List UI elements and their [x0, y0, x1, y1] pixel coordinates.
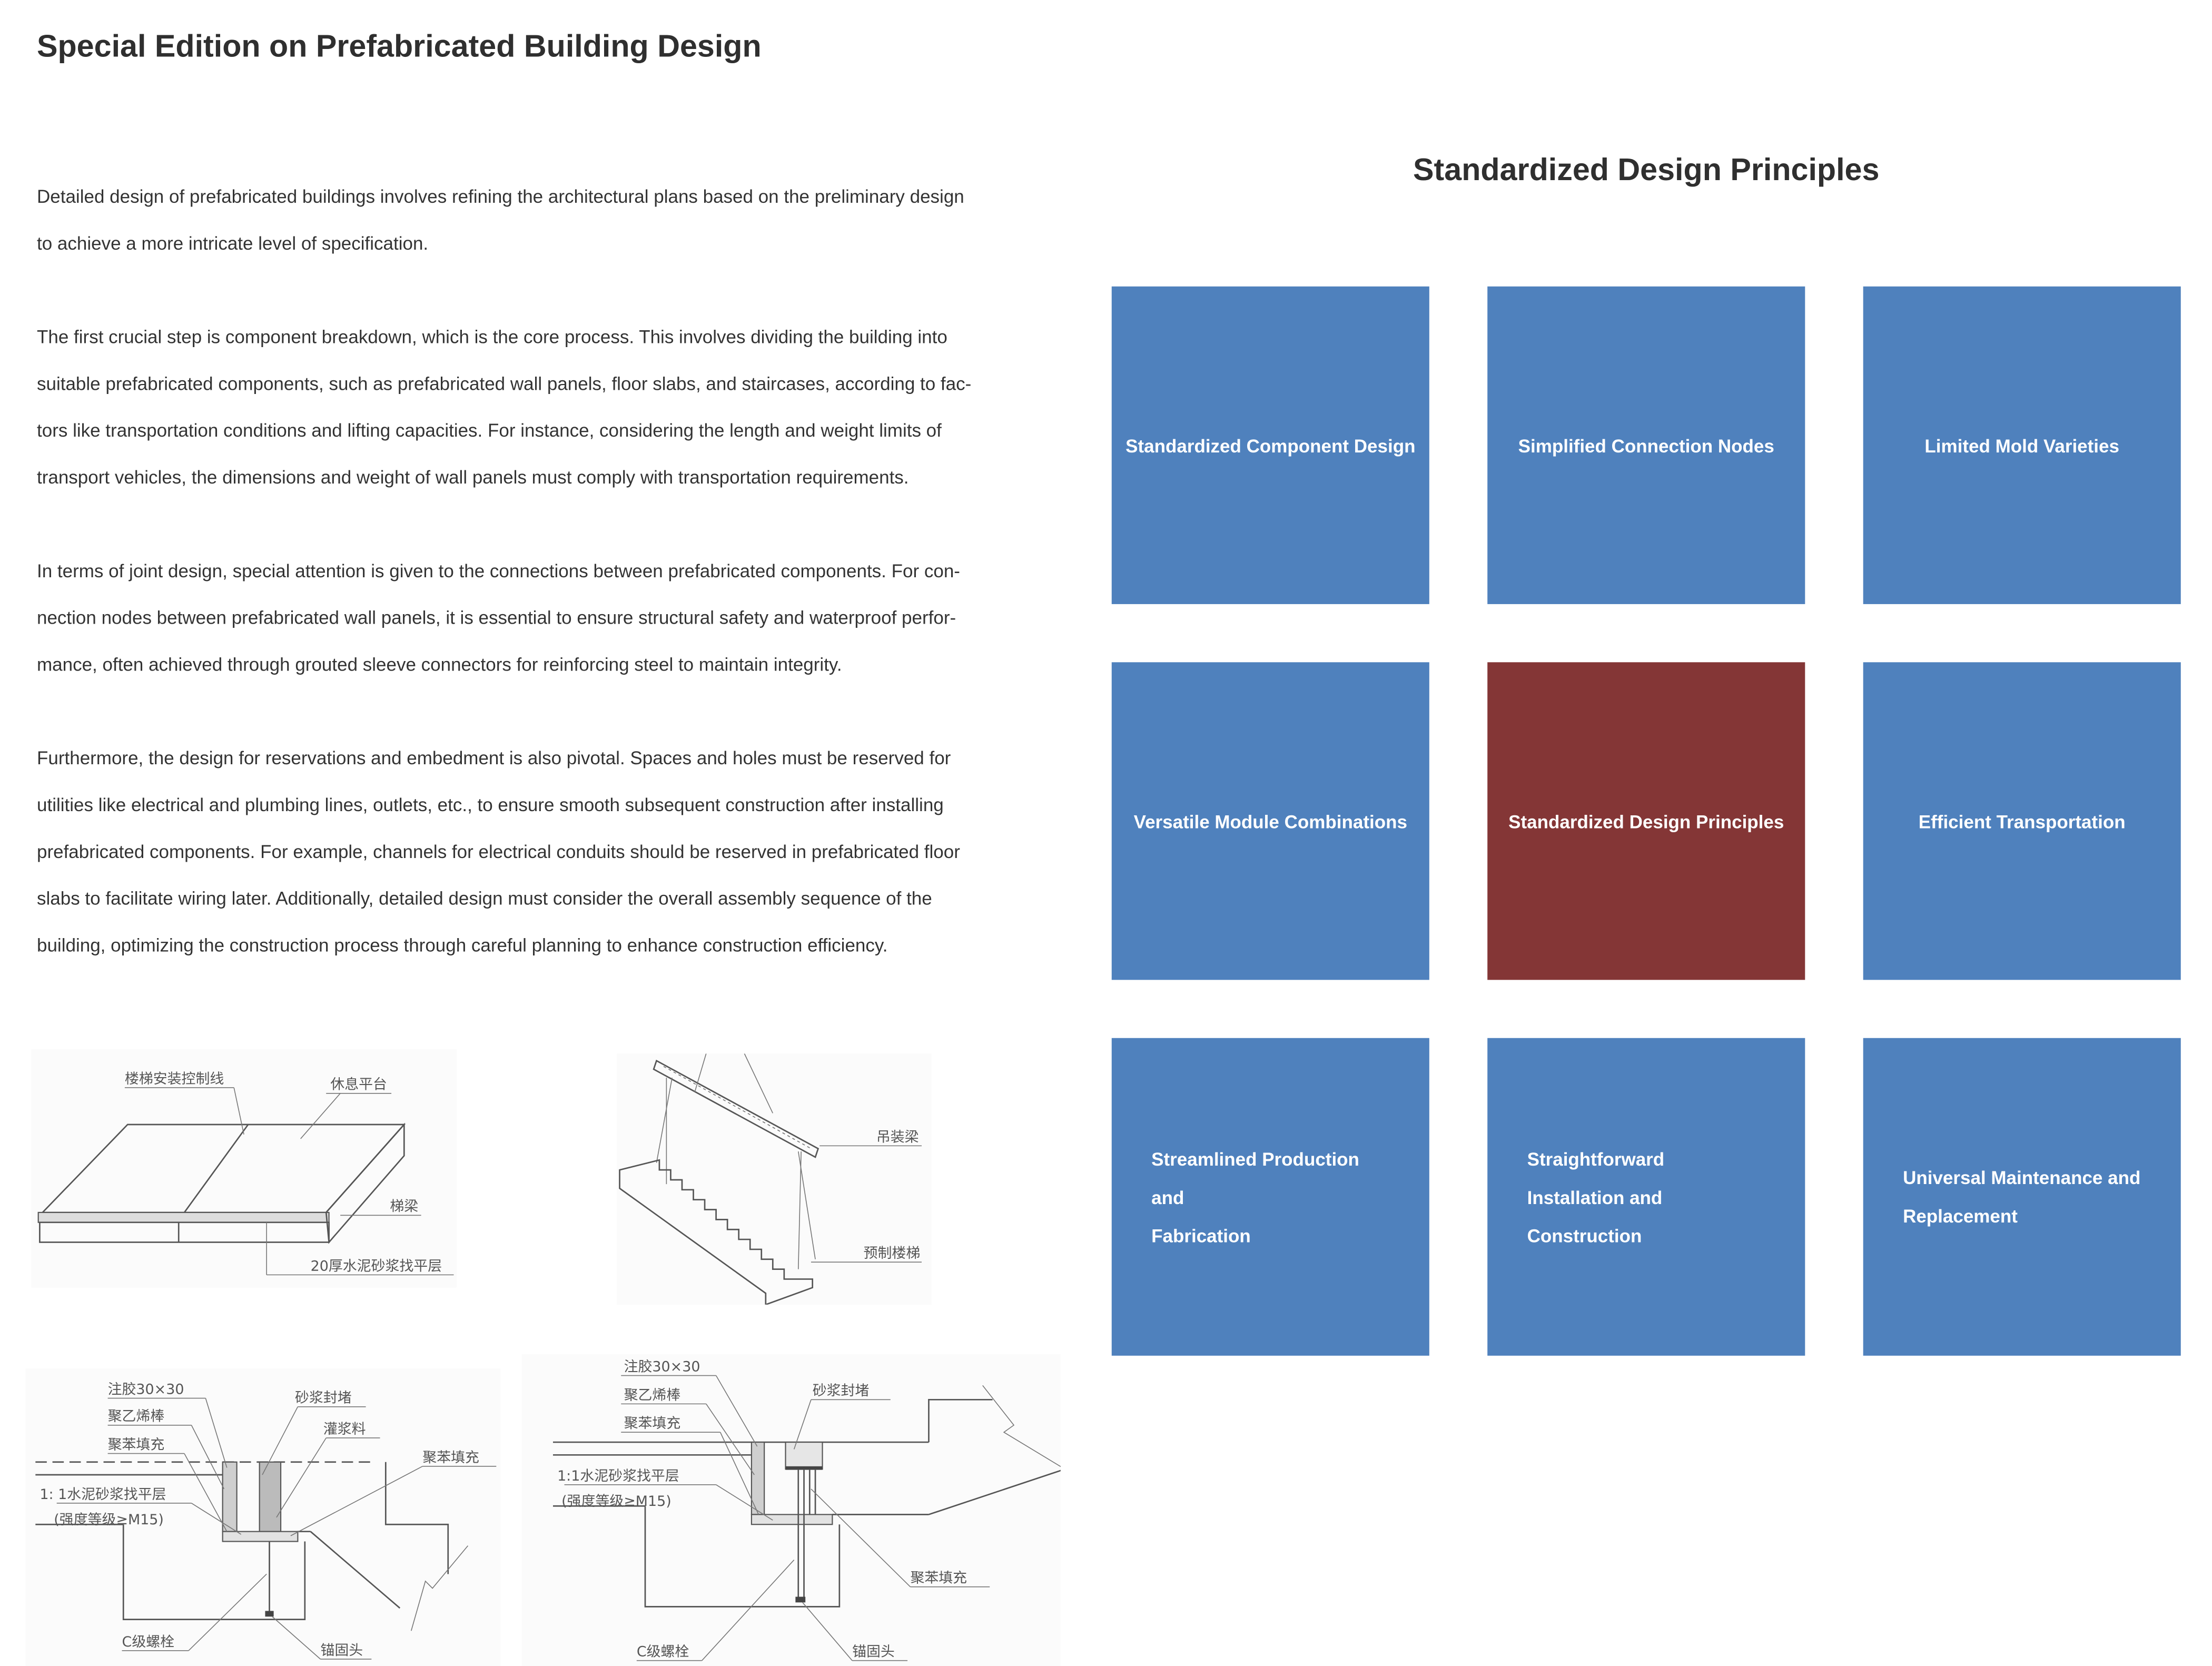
label-pe-rod: 聚乙烯棒 — [624, 1387, 681, 1403]
principle-card[interactable]: Efficient Transportation — [1863, 662, 2181, 980]
label-precast-stair: 预制楼梯 — [864, 1245, 921, 1261]
paragraph-line: Furthermore, the design for reservations… — [36, 747, 951, 769]
principle-card-text: Limited Mold Varieties — [1924, 435, 2119, 456]
paragraph: Furthermore, the design for reservations… — [37, 735, 1030, 969]
principle-card-label: Standardized Component Design — [1125, 435, 1415, 456]
principle-card-text: Standardized Design Principles — [1508, 810, 1784, 832]
principles-title: Standardized Design Principles — [1413, 152, 1880, 188]
paragraph-line: tors like transportation conditions and … — [36, 419, 942, 441]
label-mortar-seal: 砂浆封堵 — [295, 1390, 352, 1406]
label-eps-fill: 聚苯填充 — [624, 1415, 681, 1432]
label-grout: 灌浆料 — [323, 1421, 366, 1437]
principle-card-text: Streamlined Production and — [1151, 1148, 1359, 1208]
paragraph-line: to achieve a more intricate level of spe… — [36, 232, 429, 254]
paragraph-line: utilities like electrical and plumbing l… — [36, 794, 944, 816]
principle-card-text: Universal Maintenance and — [1903, 1167, 2141, 1189]
principle-card[interactable]: Standardized Design Principles — [1487, 662, 1805, 980]
label-strength: (强度等级≥M15) — [54, 1512, 164, 1528]
principle-card-text: Versatile Module Combinations — [1133, 810, 1407, 832]
label-strength: (强度等级≥M15) — [561, 1493, 671, 1510]
joint-detail-a-figure: 注胶30×30 聚乙烯棒 聚苯填充 砂浆封堵 灌浆料 聚苯填充 1: 1水泥砂浆… — [25, 1368, 501, 1666]
label-bolt: C级螺栓 — [637, 1644, 689, 1660]
label-eps-fill-2: 聚苯填充 — [422, 1450, 479, 1466]
principle-card-label: Efficient Transportation — [1919, 811, 2126, 832]
stair-lifting-figure: 吊装梁 预制楼梯 — [617, 1053, 932, 1305]
label-leveling: 1: 1水泥砂浆找平层 — [39, 1486, 166, 1503]
label-pe-rod: 聚乙烯棒 — [108, 1408, 165, 1425]
principle-card[interactable]: Versatile Module Combinations — [1111, 662, 1429, 980]
principle-card-text: Standardized Component Design — [1125, 435, 1416, 456]
principle-card-label: Versatile Module Combinations — [1134, 811, 1407, 832]
label-mortar: 20厚水泥砂浆找平层 — [311, 1258, 442, 1274]
paragraph-line: suitable prefabricated components, such … — [36, 373, 972, 395]
label-leveling: 1:1水泥砂浆找平层 — [557, 1468, 679, 1484]
label-eps-fill-2: 聚苯填充 — [910, 1570, 967, 1586]
principle-card-label: Simplified Connection Nodes — [1518, 435, 1774, 456]
principle-card-text: Efficient Transportation — [1918, 810, 2126, 832]
label-eps-fill: 聚苯填充 — [108, 1437, 165, 1453]
principle-card-label: Standardized Design Principles — [1508, 811, 1784, 832]
paragraph: Detailed design of prefabricated buildin… — [37, 173, 1030, 267]
paragraph-line: nection nodes between prefabricated wall… — [36, 607, 956, 628]
principle-card-text: Fabrication — [1151, 1224, 1251, 1246]
principle-card-label: Limited Mold Varieties — [1924, 435, 2119, 456]
paragraph-line: building, optimizing the construction pr… — [36, 934, 888, 956]
paragraph: The first crucial step is component brea… — [37, 313, 1030, 500]
principle-card[interactable]: Simplified Connection Nodes — [1487, 286, 1805, 604]
paragraph-line: mance, often achieved through grouted sl… — [36, 654, 842, 675]
label-platform: 休息平台 — [330, 1077, 387, 1093]
joint-detail-b-figure: 注胶30×30 聚乙烯棒 聚苯填充 砂浆封堵 1:1水泥砂浆找平层 (强度等级≥… — [521, 1354, 1061, 1666]
label-lifting-beam: 吊装梁 — [876, 1129, 919, 1145]
paragraph-line: transport vehicles, the dimensions and w… — [36, 466, 909, 488]
label-bolt: C级螺栓 — [122, 1634, 175, 1650]
principle-card-text: Construction — [1527, 1224, 1642, 1246]
paragraph-line: Detailed design of prefabricated buildin… — [36, 185, 964, 208]
label-beam: 梯梁 — [390, 1198, 418, 1215]
paragraph: In terms of joint design, special attent… — [37, 547, 1030, 688]
paragraph-line: The first crucial step is component brea… — [36, 326, 947, 348]
page-title: Special Edition on Prefabricated Buildin… — [36, 28, 762, 64]
principle-card-text: Simplified Connection Nodes — [1518, 435, 1774, 456]
label-mortar-seal: 砂浆封堵 — [813, 1383, 870, 1399]
label-anchor: 锚固头 — [320, 1642, 363, 1659]
principle-card[interactable]: Standardized Component Design — [1111, 286, 1429, 604]
stair-landing-figure: 楼梯安装控制线 休息平台 梯梁 20厚水泥砂浆找平层 — [31, 1049, 457, 1288]
article-body: Detailed design of prefabricated buildin… — [37, 173, 1030, 1015]
label-anchor: 锚固头 — [852, 1644, 895, 1660]
label-sealant: 注胶30×30 — [108, 1382, 184, 1398]
paragraph-line: prefabricated components. For example, c… — [36, 841, 960, 862]
paragraph-line: slabs to facilitate wiring later. Additi… — [36, 888, 932, 909]
principle-card[interactable]: Limited Mold Varieties — [1863, 286, 2181, 604]
label-sealant: 注胶30×30 — [624, 1358, 700, 1375]
principle-card-text: Replacement — [1903, 1205, 2018, 1227]
label-control-line: 楼梯安装控制线 — [125, 1071, 224, 1087]
paragraph-line: In terms of joint design, special attent… — [36, 560, 960, 581]
principle-card-text: Straightforward Installation and — [1527, 1148, 1665, 1208]
